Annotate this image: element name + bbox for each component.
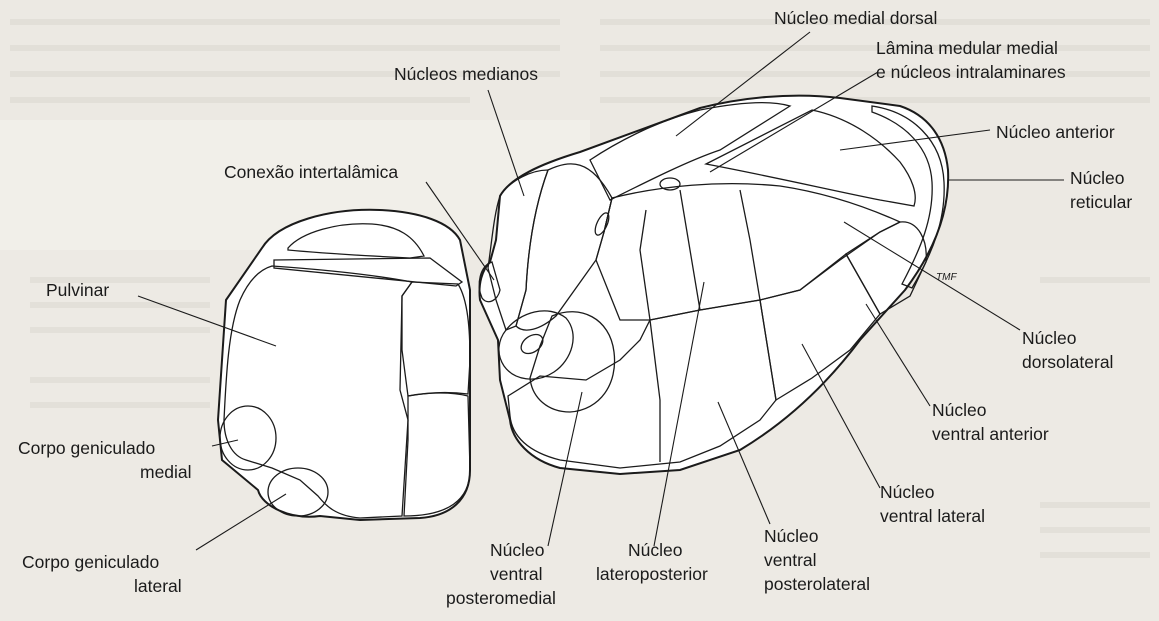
- label-nucleo-reticular-line2: reticular: [1070, 192, 1132, 212]
- posterior-section: [218, 210, 470, 520]
- label-nucleo-lateroposterior-line2: lateroposterior: [596, 564, 708, 584]
- label-nucleo-ventral-posterolateral-line2: ventral: [764, 550, 817, 570]
- label-nucleo-reticular-line1: Núcleo: [1070, 168, 1124, 188]
- label-nucleo-medial-dorsal: Núcleo medial dorsal: [774, 8, 937, 28]
- label-nucleo-ventral-anterior-line2: ventral anterior: [932, 424, 1049, 444]
- label-nucleo-ventral-posteromedial-line2: ventral: [490, 564, 543, 584]
- posterior-section-outline: [218, 210, 470, 520]
- label-corpo-geniculado-medial-line1: Corpo geniculado: [18, 438, 155, 458]
- label-nucleo-ventral-posterolateral-line3: posterolateral: [764, 574, 870, 594]
- label-lamina-medular-line2: e núcleos intralaminares: [876, 62, 1066, 82]
- label-nucleo-dorsolateral-line1: Núcleo: [1022, 328, 1076, 348]
- label-conexao-intertalamica: Conexão intertalâmica: [224, 162, 398, 182]
- label-nucleo-ventral-lateral-line1: Núcleo: [880, 482, 934, 502]
- label-nucleo-ventral-lateral-line2: ventral lateral: [880, 506, 985, 526]
- label-corpo-geniculado-lateral-line1: Corpo geniculado: [22, 552, 159, 572]
- label-nucleo-lateroposterior-line1: Núcleo: [628, 540, 682, 560]
- label-lamina-medular-line1: Lâmina medular medial: [876, 38, 1058, 58]
- label-nucleo-ventral-posteromedial-line1: Núcleo: [490, 540, 544, 560]
- label-tmf: TMF: [936, 272, 957, 283]
- label-nucleo-anterior: Núcleo anterior: [996, 122, 1115, 142]
- label-nucleo-ventral-posteromedial-line3: posteromedial: [446, 588, 556, 608]
- label-nucleo-dorsolateral-line2: dorsolateral: [1022, 352, 1113, 372]
- label-nucleos-medianos: Núcleos medianos: [394, 64, 538, 84]
- label-corpo-geniculado-lateral-line2: lateral: [134, 576, 182, 596]
- label-pulvinar: Pulvinar: [46, 280, 109, 300]
- label-nucleo-ventral-posterolateral-line1: Núcleo: [764, 526, 818, 546]
- label-corpo-geniculado-medial-line2: medial: [140, 462, 192, 482]
- label-nucleo-ventral-anterior-line1: Núcleo: [932, 400, 986, 420]
